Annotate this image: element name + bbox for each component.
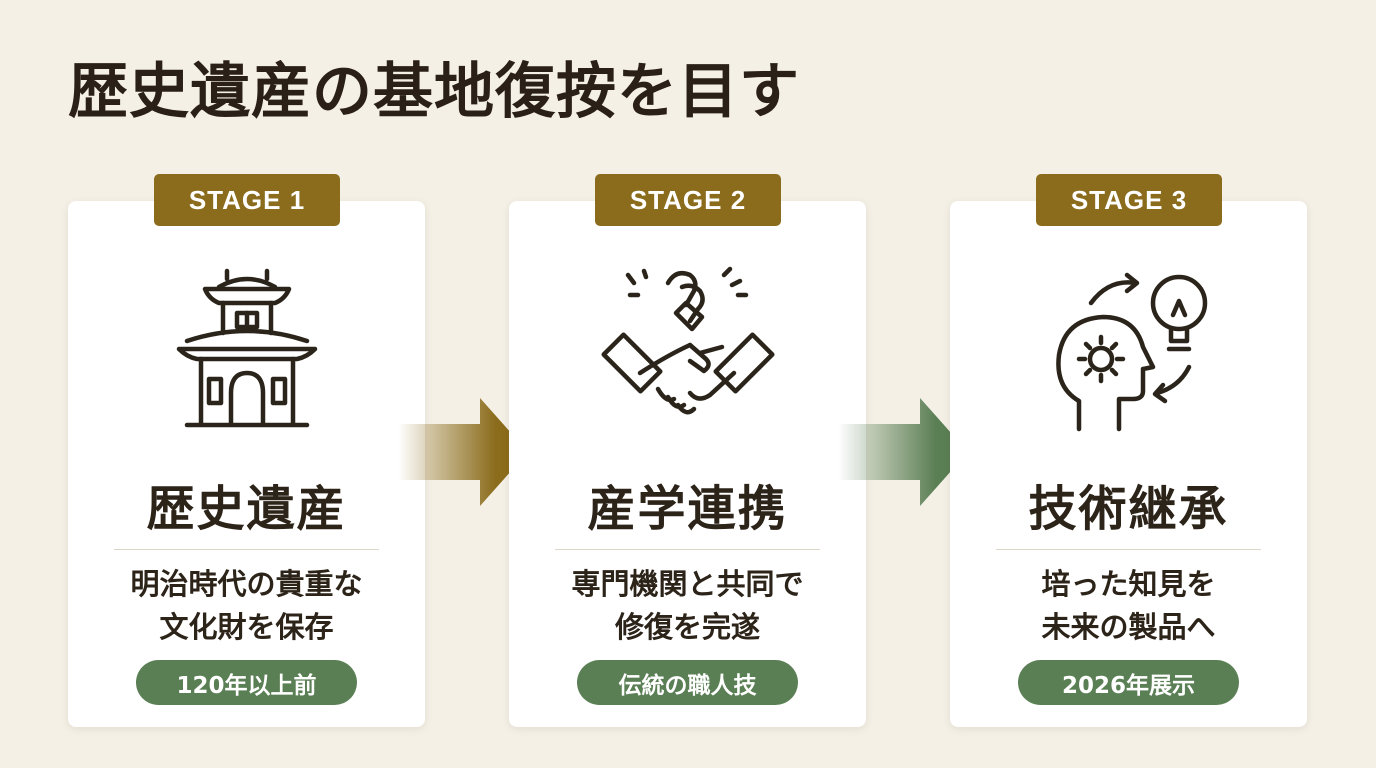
stage-title: 技術継承 xyxy=(1028,481,1229,537)
divider xyxy=(996,549,1261,550)
castle-icon xyxy=(176,268,317,428)
divider xyxy=(114,549,379,550)
stage-badge-2: STAGE 2 xyxy=(595,174,781,226)
divider xyxy=(555,549,820,550)
stage-card-1: 歴史遺産 明治時代の貴重な 文化財を保存 120年以上前 xyxy=(68,201,425,727)
arrow-right-icon xyxy=(398,398,528,506)
stage-description: 培った知見を 未来の製品へ xyxy=(1041,567,1216,644)
page-title: 歴史遺産の基地復按を目す xyxy=(68,57,800,127)
handshake-icon xyxy=(600,266,775,415)
stage-title: 産学連携 xyxy=(587,481,788,537)
stage-description: 明治時代の貴重な 文化財を保存 xyxy=(130,567,363,644)
stage-badge-1: STAGE 1 xyxy=(154,174,340,226)
stage-badge-3: STAGE 3 xyxy=(1036,174,1222,226)
arrow-right-icon xyxy=(838,398,968,506)
stage-description: 専門機関と共同で 修復を完遂 xyxy=(571,567,804,644)
stage-tag: 2026年展示 xyxy=(1018,660,1239,705)
stage-title: 歴史遺産 xyxy=(146,481,347,537)
head-lightbulb-icon xyxy=(1055,272,1207,432)
stage-tag: 120年以上前 xyxy=(136,660,357,705)
stage-card-3: 技術継承 培った知見を 未来の製品へ 2026年展示 xyxy=(950,201,1307,727)
stage-card-2: 産学連携 専門機関と共同で 修復を完遂 伝統の職人技 xyxy=(509,201,866,727)
stage-tag: 伝統の職人技 xyxy=(577,660,798,705)
